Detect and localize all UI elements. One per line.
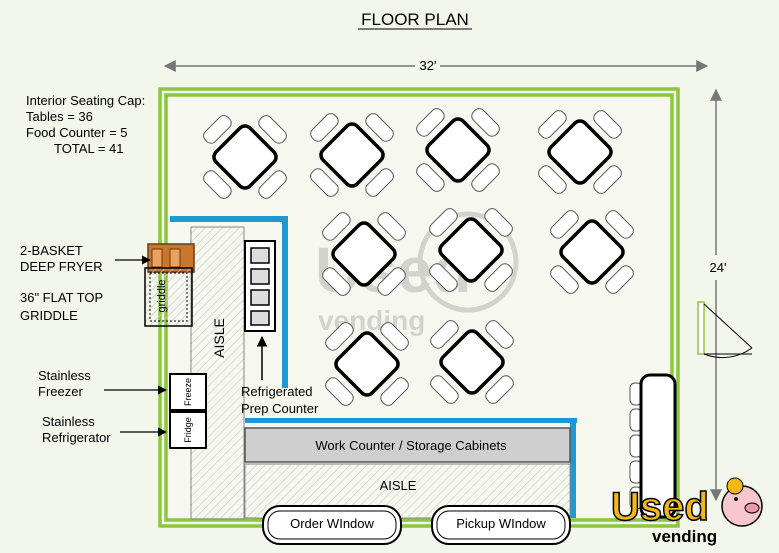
depth-dimension: 24' [710, 88, 727, 502]
seating-total: TOTAL = 41 [54, 141, 124, 156]
logo-text: Used [611, 485, 709, 529]
work-counter-label: Work Counter / Storage Cabinets [315, 438, 507, 453]
fridge-label-line1: Stainless [42, 414, 95, 429]
side-door [697, 301, 753, 359]
freezer-label-line1: Stainless [38, 368, 91, 383]
order-window: Order WIndow [262, 505, 402, 545]
freezer-unit: Freeze [169, 373, 207, 411]
fridge-unit-label: Fridge [183, 417, 193, 443]
dining-table [548, 208, 636, 296]
vertical-aisle-label: AISLE [211, 318, 227, 358]
prep-label-line1: Refrigerated [241, 384, 313, 399]
prep-label-line2: Prep Counter [241, 401, 319, 416]
dining-table [427, 206, 515, 294]
width-dimension: 32' [163, 58, 709, 73]
seating-capacity: Interior Seating Cap: Tables = 36 Food C… [26, 93, 145, 156]
seating-counter: Food Counter = 5 [26, 125, 128, 140]
prep-counter-unit [244, 240, 276, 332]
griddle-unit-label: griddle [156, 279, 168, 312]
dining-table [320, 210, 408, 298]
counter-edge [170, 216, 577, 518]
plan-title: FLOOR PLAN [361, 10, 469, 29]
seating-heading: Interior Seating Cap: [26, 93, 145, 108]
freezer-label-line2: Freezer [38, 384, 83, 399]
depth-label: 24' [710, 260, 727, 275]
used-vending-logo: Used vending [610, 477, 763, 546]
fryer-label-line2: DEEP FRYER [20, 259, 103, 274]
seating-tables: Tables = 36 [26, 109, 93, 124]
fridge-label-line2: Refrigerator [42, 430, 111, 445]
horizontal-aisle-label: AISLE [380, 478, 417, 493]
logo-subtext: vending [652, 527, 717, 546]
dining-table [428, 318, 516, 406]
food-counter [629, 373, 677, 519]
dining-table [308, 111, 396, 199]
fryer-label-line1: 2-BASKET [20, 243, 83, 258]
dining-table [414, 106, 502, 194]
work-counter [244, 427, 571, 463]
dining-table [201, 113, 289, 201]
griddle-label-line1: 36" FLAT TOP [20, 290, 103, 305]
griddle-unit: griddle [144, 267, 193, 327]
order-window-label: Order WIndow [290, 516, 374, 531]
exterior-wall [158, 87, 680, 528]
dining-table [536, 108, 624, 196]
pig-icon [721, 477, 763, 527]
width-label: 32' [420, 58, 437, 73]
dining-table [323, 320, 411, 408]
fridge-unit: Fridge [169, 411, 207, 449]
griddle-label-line2: GRIDDLE [20, 308, 78, 323]
freezer-unit-label: Freeze [183, 378, 193, 406]
pickup-window: Pickup WIndow [431, 505, 571, 545]
pickup-window-label: Pickup WIndow [456, 516, 546, 531]
